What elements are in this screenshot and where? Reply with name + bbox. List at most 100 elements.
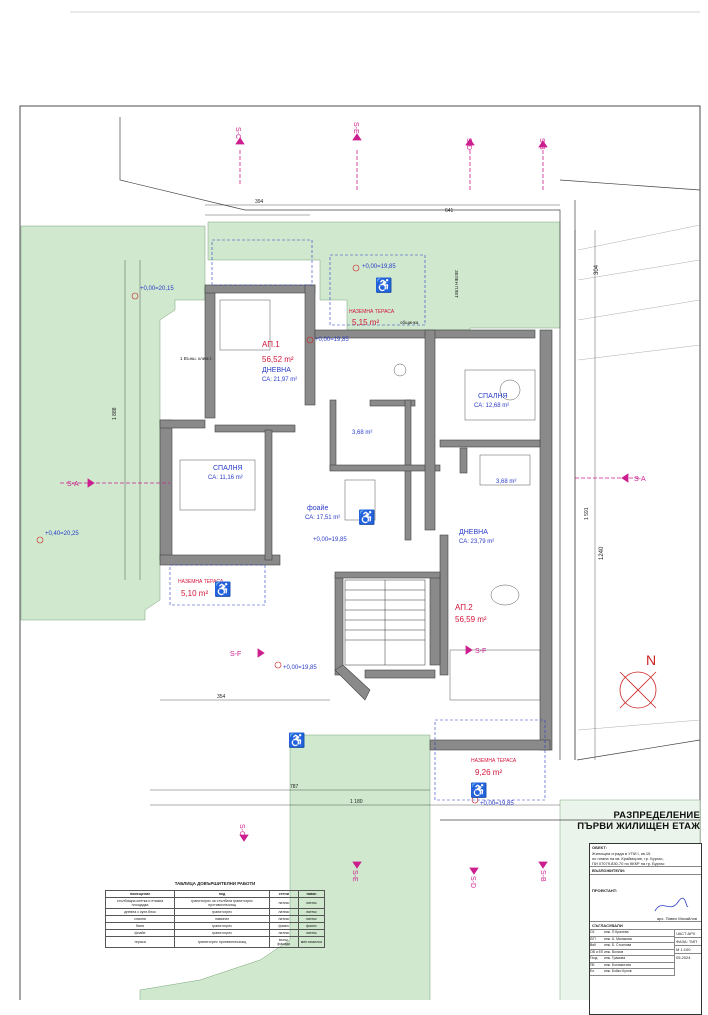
common-label: общинка <box>400 320 419 325</box>
table-cell: външ. фасади <box>269 936 299 948</box>
green-hedge-label: ЗЕЛЕН ПЛЕТ <box>454 270 459 298</box>
dim-394: 394 <box>255 199 264 205</box>
bath2-area: 3,68 m² <box>496 479 516 485</box>
table-cell: латекс <box>269 908 299 916</box>
object-text-2: по плана на кв. Крайморие, гр. Бургас, <box>592 856 664 861</box>
section-label-s-c-bottom: S-C <box>238 824 245 836</box>
dim-1240: 1240 <box>599 546 605 560</box>
section-label-s-a-left: S-A <box>67 481 79 488</box>
level-terrace-1: +0,00=19,85 <box>362 264 396 270</box>
section-label-s-b-bottom: S-B <box>539 870 546 882</box>
designer-label: ПРОЕКТАНТ: <box>592 888 618 893</box>
finishes-header-row: помещение под стени таван <box>104 890 326 898</box>
title-block: ОБЕКТ: Жилищна сграда в УПИ I, кв.15 по … <box>589 843 702 1015</box>
finishes-title: ТАБЛИЦА ДОВЪРШИТЕЛНИ РАБОТИ <box>174 881 256 886</box>
section-label-s-e-bottom: S-E <box>351 870 358 882</box>
living1-name: ДНЕВНА <box>262 367 291 374</box>
approval-part: ОВ и ЕЕ <box>590 949 604 954</box>
date-label: 05.2024 <box>676 955 691 960</box>
dim-787: 787 <box>290 784 299 790</box>
architect-name: арх. Павел Михайлов <box>656 916 697 921</box>
table-cell: латекс <box>297 897 326 909</box>
table-cell: стълбищна клетка и етажна площадка <box>104 897 176 909</box>
living2-name: ДНЕВНА <box>459 529 488 536</box>
living1-area: СА: 21,97 m² <box>262 377 297 383</box>
dim-1888: 1 888 <box>112 407 118 420</box>
ap2-label: АП.2 <box>455 603 473 612</box>
dim-641: 641 <box>445 208 454 214</box>
terrace-outlines <box>169 239 546 801</box>
table-cell: мин.мазилка <box>297 936 326 948</box>
object-label: ОБЕКТ: <box>592 845 607 850</box>
dim-1591: 1 591 <box>584 507 590 520</box>
bath1-area: 3,68 m² <box>352 430 372 436</box>
dimension-lines <box>124 204 596 806</box>
table-cell: фоайе <box>104 929 176 937</box>
section-label-s-f-left: S-F <box>230 651 241 658</box>
finishes-table: помещение под стени таван стълбищна клет… <box>104 890 326 948</box>
level-terrace-3: +0,00=19,85 <box>480 801 514 807</box>
table-cell: гранитогрес <box>174 922 271 930</box>
approval-person: инж. Грамова <box>604 956 626 960</box>
terrace3-area: 9,26 m² <box>475 768 502 777</box>
level-west: +0,00=20,15 <box>140 286 174 292</box>
section-label-s-c: S-C <box>234 127 241 139</box>
table-cell: фаянс <box>269 922 299 930</box>
section-label-s-d-top: S-D <box>465 138 472 150</box>
ap1-area: 56,52 m² <box>262 355 294 364</box>
approval-person: инж. Б. Стоилова <box>604 943 632 947</box>
approval-row: Геод.инж. Грамова <box>590 956 674 963</box>
bed1-area: СА: 11,16 m² <box>208 475 243 481</box>
table-cell: латекс <box>269 897 299 909</box>
part-label: ЧАСТ:АРХ <box>675 930 701 938</box>
furniture <box>179 299 541 701</box>
level-foyer-lower: +0,00=19,85 <box>313 537 347 543</box>
investor-label: ВЪЗЛОЖИТЕЛИ: <box>590 866 701 874</box>
bed2-area: СА: 12,68 m² <box>474 403 509 409</box>
level-entrance: +0,00=19,85 <box>283 665 317 671</box>
drawing-frame <box>19 105 701 1000</box>
table-cell: гранитогрес противоплъзгащ <box>174 936 271 948</box>
ap1-label: АП.1 <box>262 340 280 349</box>
drawing-title-line1: РАЗПРЕДЕЛЕНИЕ <box>613 810 700 821</box>
approval-part: Ел. <box>590 969 596 973</box>
staircase <box>344 579 426 666</box>
section-label-s-e-top: S-E <box>352 122 359 134</box>
section-label-s-b-top: S-B <box>538 138 545 150</box>
approval-person: инж. А. Малакова <box>604 936 632 941</box>
drawing-title-line2: ПЪРВИ ЖИЛИЩЕН ЕТАЖ <box>577 821 700 832</box>
scale-label: М 1:100 <box>675 946 701 954</box>
approval-row: Ел.инж. Бойко Кунов <box>590 969 674 976</box>
terrace2-area: 5,10 m² <box>181 589 208 598</box>
drawing-title: РАЗПРЕДЕЛЕНИЕ ПЪРВИ ЖИЛИЩЕН ЕТАЖ <box>572 810 700 832</box>
table-cell: гранитогрес <box>174 929 271 937</box>
stage-label: ФАЗА: ТИП <box>675 938 701 946</box>
table-cell: гранитогрес <box>174 908 271 916</box>
approval-part: ВиК <box>590 943 597 947</box>
approval-person: инж. П.Кралева <box>604 930 629 934</box>
approval-person: инж. Богомилова <box>604 962 631 967</box>
living2-area: СА: 23,79 m² <box>459 539 494 545</box>
approval-person: инж. Волков <box>604 949 624 954</box>
svg-text:♿: ♿ <box>470 782 487 799</box>
terrace3-name: НАЗЕМНА ТЕРАСА <box>471 758 517 764</box>
object-text-1: Жилищна сграда в УПИ I, кв.15 <box>592 851 651 856</box>
terrace1-area: 5,15 m² <box>352 318 379 327</box>
finishes-header: таван <box>297 890 326 898</box>
table-cell: латекс <box>297 929 326 937</box>
svg-text:♿: ♿ <box>358 509 375 526</box>
level-foyer: +0,00=19,85 <box>315 337 349 343</box>
svg-text:♿: ♿ <box>214 581 231 598</box>
table-cell: гранитогрес за стълбата гранитогрес прот… <box>174 897 271 909</box>
walls <box>159 284 553 751</box>
